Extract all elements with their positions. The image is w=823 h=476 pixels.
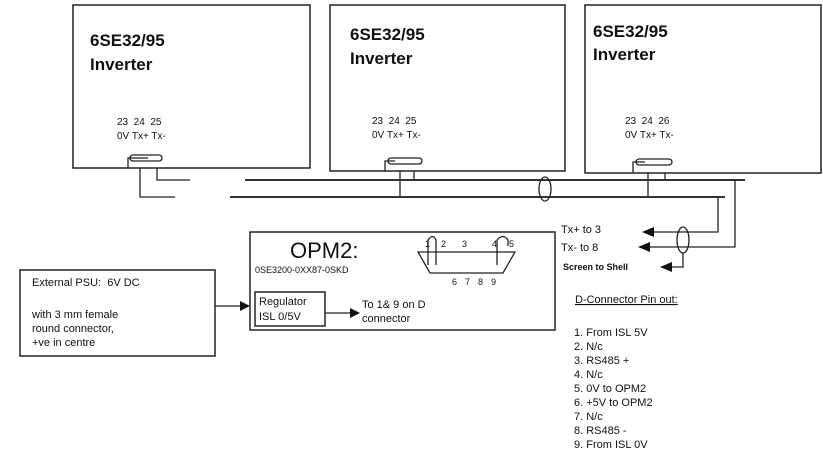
arrow-icon <box>240 301 250 311</box>
d-pin-9: 9 <box>491 277 496 287</box>
pinout-item: 2. N/c <box>574 341 603 353</box>
d-pin-6: 6 <box>452 277 457 287</box>
psu-line2: with 3 mm female <box>31 309 118 321</box>
pinout-title: D-Connector Pin out: <box>575 294 678 306</box>
inverter-3-pin-labels: 0V Tx+ Tx- <box>625 130 674 141</box>
d-pin-5: 5 <box>509 239 514 249</box>
inverter-2: 6SE32/95 Inverter 23 24 25 0V Tx+ Tx- <box>329 4 566 172</box>
inverter-2-pin-numbers: 23 24 25 <box>372 116 417 127</box>
inverter-1-pin-labels: 0V Tx+ Tx- <box>117 131 166 142</box>
pinout-item: 5. 0V to OPM2 <box>574 383 646 395</box>
inverter-1-model: 6SE32/95 <box>90 31 165 50</box>
pinout-item: 9. From ISL 0V <box>574 439 648 451</box>
pinout-item: 4. N/c <box>574 369 603 381</box>
inverter-3: 6SE32/95 Inverter 23 24 26 0V Tx+ Tx- <box>584 4 822 174</box>
d-pin-3: 3 <box>462 239 467 249</box>
regulator-box <box>254 291 326 327</box>
inverter-3-box <box>584 4 822 174</box>
inverter-1-pin-numbers: 23 24 25 <box>117 117 162 128</box>
psu-box <box>19 269 216 357</box>
inverter-2-box <box>329 4 566 172</box>
opm2-part-number: 0SE3200-0XX87-0SKD <box>255 265 349 275</box>
inverter-1-label: Inverter <box>90 55 153 74</box>
regulator-line1: Regulator <box>259 296 307 308</box>
tx-plus-label: Tx+ to 3 <box>561 224 601 236</box>
psu-line3: round connector, <box>32 323 114 335</box>
inverter-2-pin-labels: 0V Tx+ Tx- <box>372 130 421 141</box>
rs485-bus <box>230 176 745 272</box>
pinout-item: 6. +5V to OPM2 <box>574 397 653 409</box>
regulator-output-line2: connector <box>362 313 411 325</box>
cable-screen-icon <box>538 176 552 202</box>
psu-line4: +ve in centre <box>32 337 95 349</box>
inverter-3-model: 6SE32/95 <box>593 22 668 41</box>
inverter-2-label: Inverter <box>350 49 413 68</box>
pinout-item: 8. RS485 - <box>574 425 627 437</box>
regulator-output-line1: To 1& 9 on D <box>362 299 426 311</box>
arrow-icon <box>350 308 360 318</box>
d-pin-2: 2 <box>441 239 446 249</box>
inverter-3-label: Inverter <box>593 45 656 64</box>
external-psu: External PSU: 6V DC with 3 mm female rou… <box>19 269 250 357</box>
pinout-item: 3. RS485 + <box>574 355 629 367</box>
d-pin-7: 7 <box>465 277 470 287</box>
inverter-1-box <box>72 4 311 169</box>
d-connector-icon: 1 2 3 4 5 6 7 8 9 <box>416 235 517 287</box>
d-pin-4: 4 <box>492 239 497 249</box>
tx-minus-label: Tx- to 8 <box>561 242 598 254</box>
inverter-1: 6SE32/95 Inverter 23 24 25 0V Tx+ Tx- <box>72 4 311 169</box>
d-pin-1: 1 <box>425 239 430 249</box>
regulator-line2: ISL 0/5V <box>259 311 301 323</box>
opm2-title: OPM2: <box>290 238 358 263</box>
inverter-wiring <box>127 154 673 198</box>
inverter-2-model: 6SE32/95 <box>350 25 425 44</box>
pinout-item: 7. N/c <box>574 411 603 423</box>
pinout-list: D-Connector Pin out: 1. From ISL 5V 2. N… <box>574 294 678 451</box>
screen-label: Screen to Shell <box>563 262 628 272</box>
d-pin-8: 8 <box>478 277 483 287</box>
pinout-item: 1. From ISL 5V <box>574 327 648 339</box>
inverter-3-pin-numbers: 23 24 26 <box>625 116 670 127</box>
psu-line1: External PSU: 6V DC <box>32 277 140 289</box>
opm2-module: OPM2: 0SE3200-0XX87-0SKD 1 2 3 4 5 6 7 8… <box>249 231 556 331</box>
